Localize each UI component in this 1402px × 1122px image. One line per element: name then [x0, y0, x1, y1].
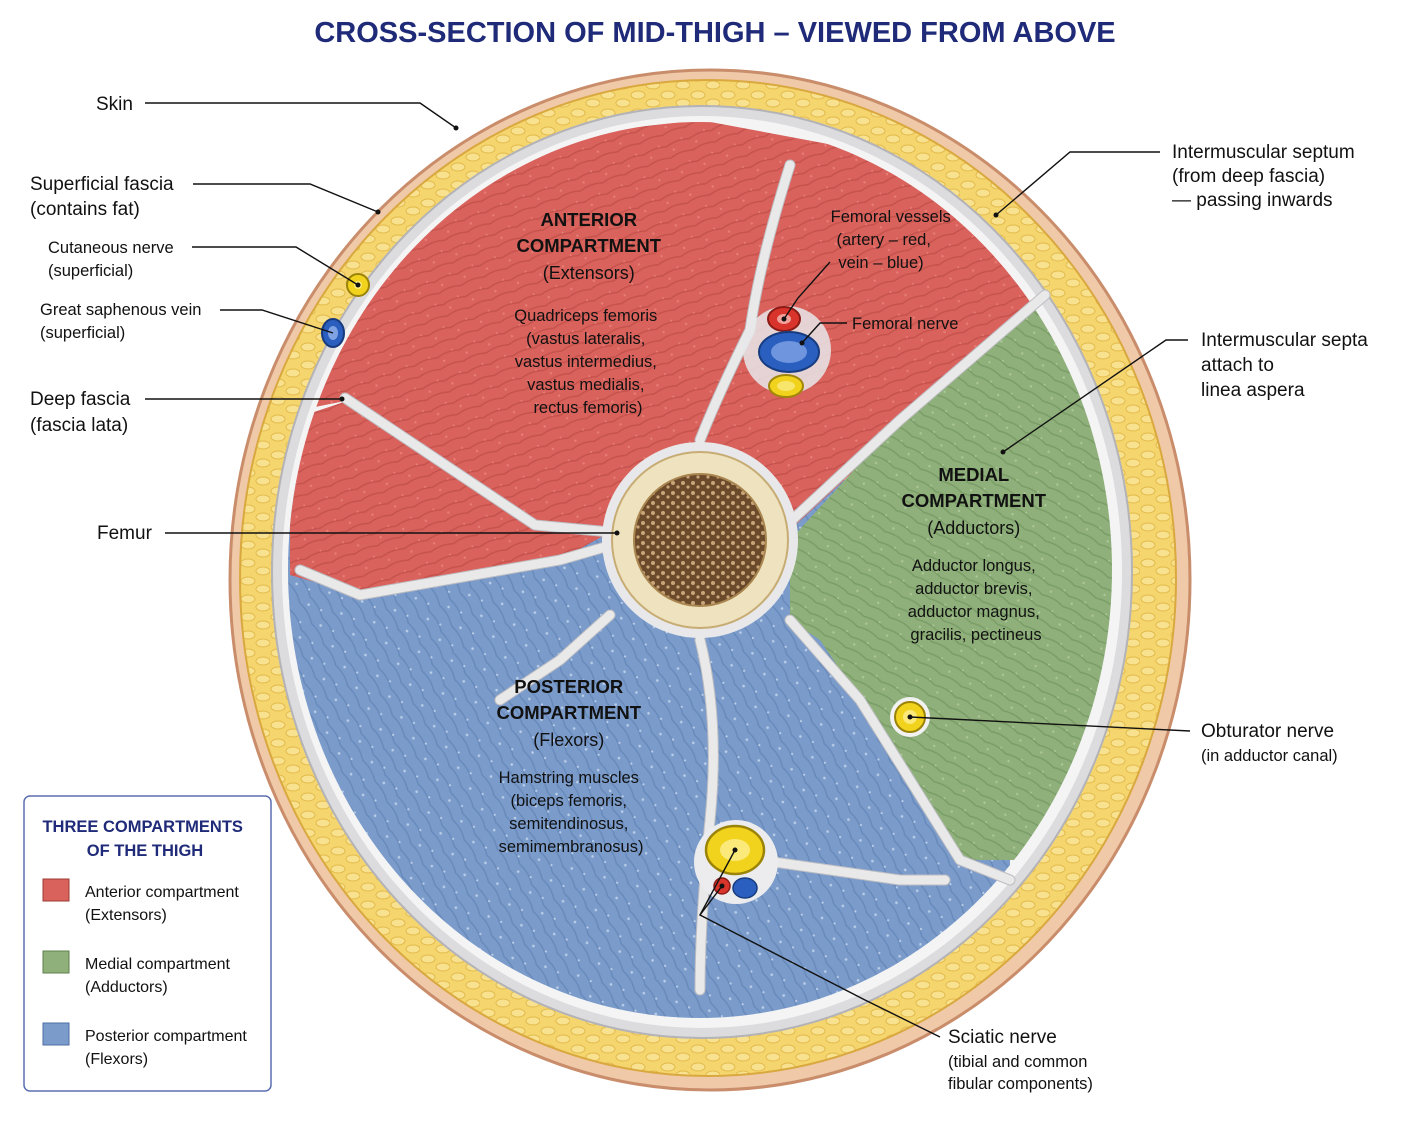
label-deep-fascia-line2: (fascia lata): [30, 415, 128, 436]
posterior-body-2: (biceps femoris,: [511, 792, 627, 810]
anterior-body-1: Quadriceps femoris: [514, 307, 657, 325]
anterior-compartment: [290, 122, 1045, 530]
label-septa-attach: Intermuscular septa attach to linea aspe…: [1201, 330, 1373, 401]
legend-posterior-line2: (Flexors): [85, 1051, 148, 1068]
legend-swatch-medial: [42, 950, 70, 974]
label-septa-line3: linea aspera: [1201, 380, 1305, 401]
leader-lines: [145, 102, 1191, 1038]
label-superficial-fascia: Superficial fascia (contains fat): [30, 174, 179, 220]
label-obturator-nerve: Obturator nerve (in adductor canal): [1201, 721, 1339, 765]
medial-sub: (Adductors): [927, 518, 1020, 538]
label-cutaneous-nerve: Cutaneous nerve (superficial): [48, 239, 178, 280]
label-femoral-vessels-line3: vein – blue): [838, 254, 923, 272]
medial-body-4: gracilis, pectineus: [910, 626, 1041, 644]
posterior-sub: (Flexors): [533, 730, 604, 750]
label-obturator-line1: Obturator nerve: [1201, 721, 1334, 742]
anterior-body-5: rectus femoris): [533, 399, 642, 417]
posterior-body-4: semimembranosus): [499, 838, 644, 856]
sciatic-nerve-bundle: [694, 820, 778, 904]
label-deep-fascia-line1: Deep fascia: [30, 389, 131, 410]
label-septum-line2: (from deep fascia): [1172, 166, 1325, 187]
label-deep-fascia: Deep fascia (fascia lata): [30, 389, 136, 436]
great-saphenous-vein: [321, 318, 345, 348]
label-saphenous-vein-line1: Great saphenous vein: [40, 301, 201, 319]
legend-medial-line1: Medial compartment: [85, 956, 231, 973]
legend: THREE COMPARTMENTS OF THE THIGH Anterior…: [23, 795, 272, 1092]
femur: [602, 442, 798, 638]
anterior-compartment-text: ANTERIOR COMPARTMENT (Extensors) Quadric…: [514, 209, 665, 417]
medial-compartment-text: MEDIAL COMPARTMENT (Adductors) Adductor …: [901, 464, 1050, 644]
label-obturator-line2: (in adductor canal): [1201, 747, 1338, 765]
legend-swatch-posterior: [42, 1022, 70, 1046]
anterior-body-3: vastus intermedius,: [515, 353, 657, 371]
medial-heading-1: MEDIAL: [938, 464, 1009, 485]
anterior-heading-1: ANTERIOR: [540, 209, 637, 230]
label-intermuscular-septum: Intermuscular septum (from deep fascia) …: [1172, 142, 1360, 211]
posterior-heading-1: POSTERIOR: [514, 676, 623, 697]
label-superficial-fascia-line2: (contains fat): [30, 199, 140, 220]
label-superficial-fascia-line1: Superficial fascia: [30, 174, 174, 195]
legend-item-posterior: Posterior compartment (Flexors): [85, 1028, 251, 1068]
posterior-compartment-text: POSTERIOR COMPARTMENT (Flexors) Hamstrin…: [496, 676, 645, 856]
label-sciatic-nerve: Sciatic nerve (tibial and common fibular…: [948, 1027, 1093, 1093]
medial-body-2: adductor brevis,: [915, 580, 1032, 598]
posterior-heading-2: COMPARTMENT: [496, 702, 641, 723]
label-cutaneous-nerve-line1: Cutaneous nerve: [48, 239, 174, 257]
label-sciatic-line2: (tibial and common: [948, 1053, 1087, 1071]
legend-item-medial: Medial compartment (Adductors): [85, 956, 234, 996]
posterior-body-3: semitendinosus,: [509, 815, 628, 833]
label-femoral-vessels: Femoral vessels (artery – red, vein – bl…: [831, 208, 956, 272]
anterior-body-2: (vastus lateralis,: [526, 330, 645, 348]
label-femoral-nerve: Femoral nerve: [852, 315, 958, 333]
medial-body-1: Adductor longus,: [912, 557, 1036, 575]
label-femur: Femur: [97, 523, 153, 544]
anterior-sub: (Extensors): [543, 263, 635, 283]
legend-item-anterior: Anterior compartment (Extensors): [85, 884, 243, 924]
label-saphenous-vein: Great saphenous vein (superficial): [40, 301, 206, 342]
label-skin: Skin: [96, 94, 133, 115]
legend-swatch-anterior: [42, 878, 70, 902]
label-femoral-vessels-line1: Femoral vessels: [831, 208, 951, 226]
posterior-body-1: Hamstring muscles: [499, 769, 639, 787]
label-septa-line2: attach to: [1201, 355, 1274, 376]
legend-anterior-line2: (Extensors): [85, 907, 167, 924]
label-saphenous-vein-line2: (superficial): [40, 324, 125, 342]
legend-posterior-line1: Posterior compartment: [85, 1028, 247, 1045]
label-femoral-vessels-line2: (artery – red,: [836, 231, 930, 249]
label-septum-line1: Intermuscular septum: [1172, 142, 1355, 163]
legend-title: THREE COMPARTMENTS OF THE THIGH: [42, 818, 247, 860]
anterior-heading-2: COMPARTMENT: [516, 235, 661, 256]
diagram-title: CROSS-SECTION OF MID-THIGH – VIEWED FROM…: [314, 17, 1115, 49]
medial-heading-2: COMPARTMENT: [901, 490, 1046, 511]
label-septum-line3: — passing inwards: [1172, 190, 1333, 211]
medial-body-3: adductor magnus,: [908, 603, 1040, 621]
legend-title-line1: THREE COMPARTMENTS: [42, 818, 242, 836]
legend-title-line2: OF THE THIGH: [87, 842, 203, 860]
label-sciatic-line1: Sciatic nerve: [948, 1027, 1057, 1048]
label-septa-line1: Intermuscular septa: [1201, 330, 1368, 351]
legend-medial-line2: (Adductors): [85, 979, 168, 996]
anterior-body-4: vastus medialis,: [527, 376, 644, 394]
label-sciatic-line3: fibular components): [948, 1075, 1093, 1093]
label-cutaneous-nerve-line2: (superficial): [48, 262, 133, 280]
intermuscular-septa: [294, 159, 1051, 996]
legend-anterior-line1: Anterior compartment: [85, 884, 239, 901]
